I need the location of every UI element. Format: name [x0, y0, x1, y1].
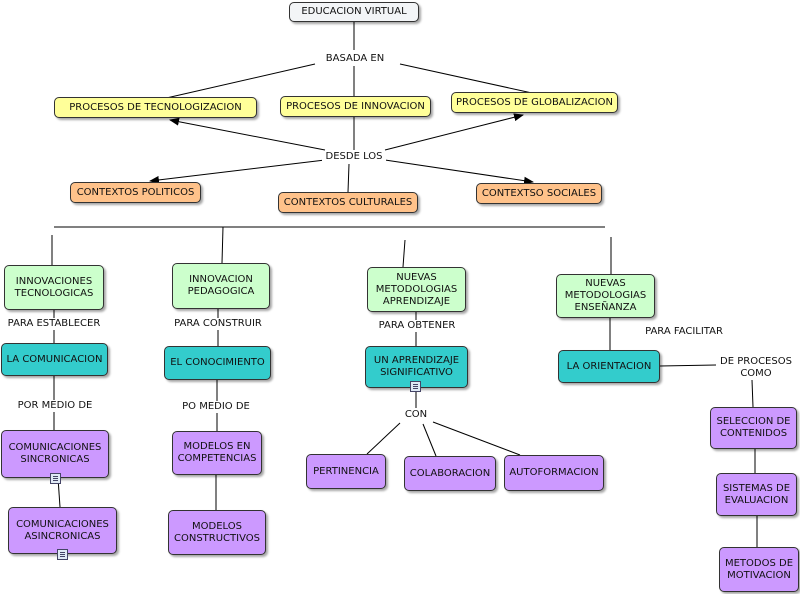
node-label: METODOS DE MOTIVACION — [724, 557, 794, 581]
node-nuevas-metodologias-aprendizaje[interactable]: NUEVAS METODOLOGIAS APRENDIZAJE — [367, 267, 466, 312]
node-colaboracion[interactable]: COLABORACION — [404, 456, 496, 491]
node-sistemas-de-evaluacion[interactable]: SISTEMAS DE EVALUACION — [716, 473, 797, 516]
document-icon[interactable] — [57, 549, 68, 560]
document-icon[interactable] — [50, 473, 61, 484]
node-label: PROCESOS DE GLOBALIZACION — [456, 96, 613, 108]
node-label: NUEVAS METODOLOGIAS APRENDIZAJE — [375, 271, 458, 307]
node-comunicaciones-asincronicas[interactable]: COMUNICACIONES ASINCRONICAS — [8, 507, 117, 554]
node-label: CONTEXTOS POLITICOS — [76, 186, 195, 198]
node-label: SELECCION DE CONTENIDOS — [716, 416, 791, 439]
node-label: PERTINENCIA — [313, 465, 379, 477]
node-label: CONTEXTOS CULTURALES — [283, 196, 413, 208]
node-procesos-globalizacion[interactable]: PROCESOS DE GLOBALIZACION — [451, 92, 618, 113]
node-label: COMUNICACIONES ASINCRONICAS — [16, 518, 109, 542]
link-para-establecer: PARA ESTABLECER — [4, 318, 104, 330]
node-contextos-politicos[interactable]: CONTEXTOS POLITICOS — [70, 182, 201, 203]
node-label: UN APRENDIZAJE SIGNIFICATIVO — [373, 355, 460, 378]
node-label: LA COMUNICACION — [6, 353, 103, 365]
node-label: LA ORIENTACION — [566, 360, 652, 372]
root-node-label: EDUCACION VIRTUAL — [301, 6, 407, 17]
node-label: NUEVAS METODOLOGIAS ENSEÑANZA — [564, 278, 647, 313]
node-modelos-en-competencias[interactable]: MODELOS EN COMPETENCIAS — [172, 431, 262, 475]
node-label: COLABORACION — [409, 467, 491, 479]
link-para-obtener: PARA OBTENER — [374, 320, 460, 332]
node-label: MODELOS CONSTRUCTIVOS — [174, 520, 260, 544]
node-label: PROCESOS DE TECNOLOGIZACION — [69, 101, 242, 113]
node-innovaciones-tecnologicas[interactable]: INNOVACIONES TECNOLOGICAS — [4, 265, 104, 310]
node-label: MODELOS EN COMPETENCIAS — [177, 441, 257, 464]
node-contextos-sociales[interactable]: CONTEXTSO SOCIALES — [476, 183, 602, 204]
node-label: EL CONOCIMIENTO — [170, 357, 265, 368]
node-procesos-tecnologizacion[interactable]: PROCESOS DE TECNOLOGIZACION — [54, 97, 257, 118]
node-procesos-innovacion[interactable]: PROCESOS DE INNOVACION — [280, 96, 431, 117]
node-innovacion-pedagogica[interactable]: INNOVACION PEDAGOGICA — [172, 263, 270, 309]
node-la-orientacion[interactable]: LA ORIENTACION — [558, 350, 660, 383]
node-seleccion-de-contenidos[interactable]: SELECCION DE CONTENIDOS — [710, 407, 797, 449]
link-desde-los: DESDE LOS — [322, 151, 386, 163]
node-autoformacion[interactable]: AUTOFORMACION — [504, 455, 604, 491]
node-label: COMUNICACIONES SINCRONICAS — [8, 442, 102, 465]
document-icon[interactable] — [410, 381, 421, 392]
link-para-construir: PARA CONSTRUIR — [170, 318, 266, 330]
node-label: INNOVACION PEDAGOGICA — [187, 274, 255, 297]
node-pertinencia[interactable]: PERTINENCIA — [306, 454, 386, 489]
link-para-facilitar: PARA FACILITAR — [638, 326, 730, 338]
root-node-educacion-virtual[interactable]: EDUCACION VIRTUAL — [289, 2, 419, 22]
node-nuevas-metodologias-ensenanza[interactable]: NUEVAS METODOLOGIAS ENSEÑANZA — [556, 274, 655, 318]
node-label: CONTEXTSO SOCIALES — [481, 187, 597, 199]
link-por-medio-de: POR MEDIO DE — [14, 400, 96, 412]
node-comunicaciones-sincronicas[interactable]: COMUNICACIONES SINCRONICAS — [1, 430, 109, 478]
node-la-comunicacion[interactable]: LA COMUNICACION — [1, 343, 108, 376]
link-con: CON — [402, 409, 430, 421]
node-label: SISTEMAS DE EVALUACION — [722, 482, 791, 506]
node-label: PROCESOS DE INNOVACION — [286, 100, 425, 112]
node-contextos-culturales[interactable]: CONTEXTOS CULTURALES — [278, 192, 418, 213]
node-label: INNOVACIONES TECNOLOGICAS — [14, 275, 94, 299]
link-de-procesos-como: DE PROCESOS COMO — [716, 356, 796, 380]
link-basada-en: BASADA EN — [322, 53, 388, 65]
node-label: AUTOFORMACION — [509, 467, 599, 478]
node-el-conocimiento[interactable]: EL CONOCIMIENTO — [164, 346, 271, 380]
node-modelos-constructivos[interactable]: MODELOS CONSTRUCTIVOS — [168, 510, 266, 555]
link-po-medio-de: PO MEDIO DE — [176, 401, 256, 413]
node-metodos-de-motivacion[interactable]: METODOS DE MOTIVACION — [719, 547, 799, 592]
